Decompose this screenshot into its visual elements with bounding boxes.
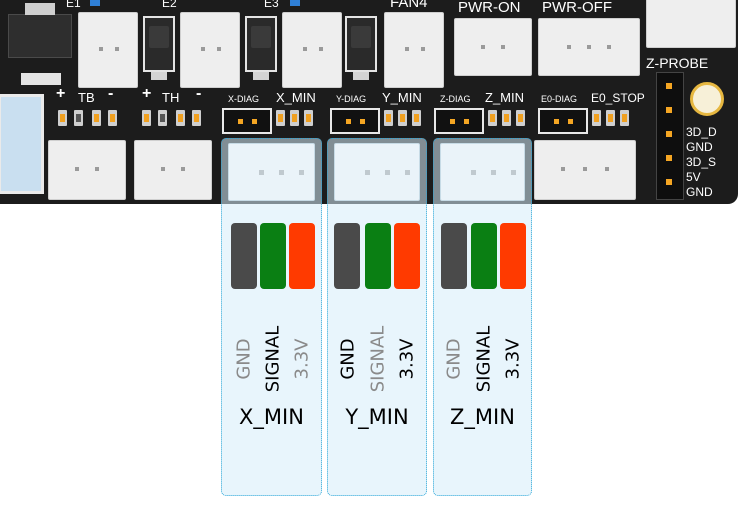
- tb-connector: [48, 140, 126, 200]
- smd-component: [502, 110, 511, 126]
- label-y-diag: Y-DIAG: [336, 94, 367, 104]
- smd-component: [488, 110, 497, 126]
- label-e2: E2: [162, 0, 177, 10]
- th-connector: [134, 140, 212, 200]
- label-e0-diag: E0-DIAG: [541, 94, 578, 104]
- wire-gnd: [231, 223, 257, 289]
- e3-connector: [282, 12, 342, 88]
- wire-3v3: [394, 223, 420, 289]
- label-plus: +: [142, 85, 152, 102]
- status-led: [290, 0, 300, 6]
- wire-gnd: [441, 223, 467, 289]
- pwr-on-connector: [454, 18, 532, 76]
- smd-component: [620, 110, 629, 126]
- mounting-hole: [690, 82, 724, 116]
- label-e0-stop: E0_STOP: [591, 91, 645, 105]
- label-pwr-off: PWR-OFF: [542, 0, 612, 16]
- wire-label-gnd: GND: [443, 338, 465, 380]
- wire-signal: [260, 223, 286, 289]
- smd-component: [276, 110, 285, 126]
- probe-pin-label: 3D_S: [686, 155, 717, 169]
- endstop-connector: [440, 143, 525, 201]
- endstop-name: X_MIN: [239, 405, 304, 429]
- e0-diag-jumper: [538, 108, 588, 134]
- mosfet: [245, 16, 277, 80]
- smd-component: [384, 110, 393, 126]
- endstop-panel-y-min: GND SIGNAL 3.3V Y_MIN: [327, 138, 427, 496]
- smd-component: [516, 110, 525, 126]
- wire-label-signal: SIGNAL: [367, 325, 389, 393]
- mosfet: [345, 16, 377, 80]
- e2-connector: [180, 12, 240, 88]
- wire-3v3: [500, 223, 526, 289]
- endstop-connector: [228, 143, 315, 201]
- label-z-probe: Z-PROBE: [646, 55, 709, 71]
- label-z-diag: Z-DIAG: [440, 94, 471, 104]
- label-plus: +: [56, 85, 66, 102]
- wire-label-signal: SIGNAL: [262, 325, 284, 393]
- smd-component: [606, 110, 615, 126]
- fan4-connector: [384, 12, 444, 88]
- label-x-min: X_MIN: [276, 90, 316, 105]
- wire-label-gnd: GND: [337, 338, 359, 380]
- label-x-diag: X-DIAG: [228, 94, 260, 104]
- e0-stop-connector: [534, 140, 636, 200]
- smd-component: [108, 110, 117, 126]
- smd-component: [592, 110, 601, 126]
- label-minus: -: [196, 85, 202, 102]
- wire-label-3v3: 3.3V: [291, 338, 313, 380]
- z-diag-jumper: [434, 108, 484, 134]
- smd-component: [158, 110, 167, 126]
- status-led: [90, 0, 100, 6]
- smd-component: [290, 110, 299, 126]
- wire-signal: [471, 223, 497, 289]
- label-y-min: Y_MIN: [382, 90, 422, 105]
- mosfet: [143, 16, 175, 80]
- voltage-regulator: [8, 3, 72, 85]
- wire-label-gnd: GND: [233, 338, 255, 380]
- label-minus: -: [108, 85, 114, 102]
- wire-gnd: [334, 223, 360, 289]
- smd-component: [398, 110, 407, 126]
- smd-component: [58, 110, 67, 126]
- label-e3: E3: [264, 0, 279, 10]
- label-z-min: Z_MIN: [485, 90, 524, 105]
- label-pwr-on: PWR-ON: [458, 0, 521, 16]
- pcb-board: E1 E2 E3 FAN4 PWR-ON PWR-OFF Z-PROBE 3D_…: [0, 0, 738, 204]
- capacitor: [0, 94, 44, 194]
- label-th: TH: [162, 90, 180, 105]
- smd-component: [74, 110, 83, 126]
- endstop-panel-z-min: GND SIGNAL 3.3V Z_MIN: [433, 138, 532, 496]
- endstop-name: Z_MIN: [450, 405, 515, 429]
- probe-pin-label: GND: [686, 140, 713, 154]
- smd-component: [176, 110, 185, 126]
- wire-label-3v3: 3.3V: [502, 338, 524, 380]
- z-probe-header: [656, 72, 684, 200]
- wire-signal: [365, 223, 391, 289]
- label-tb: TB: [78, 90, 95, 105]
- power-connector: [646, 0, 736, 48]
- e1-connector: [78, 12, 138, 88]
- wire-3v3: [289, 223, 315, 289]
- endstop-panel-x-min: GND SIGNAL 3.3V X_MIN: [221, 138, 322, 496]
- endstop-connector: [334, 143, 420, 201]
- smd-component: [412, 110, 421, 126]
- wire-label-signal: SIGNAL: [473, 325, 495, 393]
- endstop-name: Y_MIN: [345, 405, 409, 429]
- smd-component: [304, 110, 313, 126]
- label-e1: E1: [66, 0, 81, 10]
- pwr-off-connector: [538, 18, 640, 76]
- wire-label-3v3: 3.3V: [396, 338, 418, 380]
- smd-component: [142, 110, 151, 126]
- label-fan4: FAN4: [390, 0, 428, 11]
- smd-component: [192, 110, 201, 126]
- probe-pin-label: 5V: [686, 170, 701, 184]
- x-diag-jumper: [222, 108, 272, 134]
- y-diag-jumper: [330, 108, 380, 134]
- smd-component: [92, 110, 101, 126]
- probe-pin-label: 3D_D: [686, 125, 717, 139]
- probe-pin-label: GND: [686, 185, 713, 199]
